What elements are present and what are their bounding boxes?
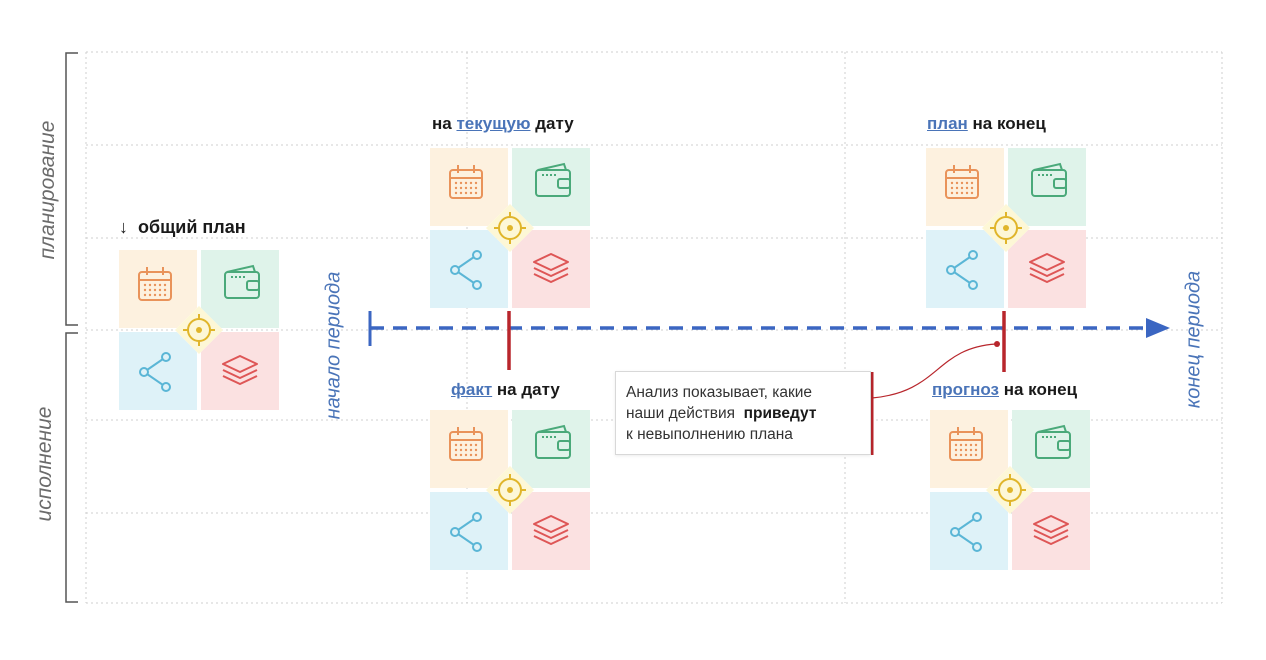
wallet-tile xyxy=(1012,410,1090,488)
wallet-icon xyxy=(1035,424,1071,459)
share-icon xyxy=(139,352,171,392)
wallet-icon xyxy=(224,264,260,299)
period-end-label: конец периода xyxy=(1182,270,1205,409)
share-icon xyxy=(946,250,978,290)
plan-link[interactable]: план xyxy=(927,114,968,133)
wallet-icon xyxy=(1031,162,1067,197)
fact-date-widget xyxy=(430,410,590,570)
calendar-tile xyxy=(430,148,508,226)
share-icon xyxy=(450,250,482,290)
calendar-icon xyxy=(449,165,483,199)
wallet-icon xyxy=(535,424,571,459)
current-date-title: на текущую дату xyxy=(432,114,574,133)
calendar-icon xyxy=(138,267,172,301)
target-icon xyxy=(183,314,215,346)
share-icon xyxy=(450,512,482,552)
fact-date-title: факт на дату xyxy=(451,380,560,399)
target-icon xyxy=(994,474,1026,506)
general-plan-title: ↓общий план xyxy=(119,217,246,237)
calendar-tile xyxy=(926,148,1004,226)
current-date-widget xyxy=(430,148,590,308)
wallet-tile xyxy=(1008,148,1086,226)
calendar-icon xyxy=(949,427,983,461)
current-date-link[interactable]: текущую xyxy=(456,114,531,133)
share-tile xyxy=(430,492,508,570)
share-icon xyxy=(950,512,982,552)
wallet-tile xyxy=(512,148,590,226)
timeline-arrowhead xyxy=(1146,318,1170,338)
calendar-icon xyxy=(449,427,483,461)
wallet-icon xyxy=(535,162,571,197)
wallet-tile xyxy=(512,410,590,488)
layers-icon xyxy=(533,253,569,283)
layers-icon xyxy=(1033,515,1069,545)
calendar-icon xyxy=(945,165,979,199)
calendar-tile xyxy=(930,410,1008,488)
execution-label: исполнение xyxy=(33,406,56,522)
layers-icon xyxy=(222,355,258,385)
forecast-end-widget xyxy=(930,410,1090,570)
plan-end-title: план на конец xyxy=(927,114,1046,133)
wallet-tile xyxy=(201,250,279,328)
general-plan-widget xyxy=(119,250,279,410)
calendar-tile xyxy=(119,250,197,328)
planning-label: планирование xyxy=(36,120,59,260)
plan-end-widget xyxy=(926,148,1086,308)
share-tile xyxy=(430,230,508,308)
down-arrow-icon: ↓ xyxy=(119,217,128,237)
forecast-end-title: прогноз на конец xyxy=(932,380,1078,399)
share-tile xyxy=(119,332,197,410)
layers-icon xyxy=(533,515,569,545)
target-icon xyxy=(494,212,526,244)
analysis-callout: Анализ показывает, какие наши действия п… xyxy=(615,371,871,455)
forecast-link[interactable]: прогноз xyxy=(932,380,999,399)
fact-link[interactable]: факт xyxy=(451,380,493,399)
layers-icon xyxy=(1029,253,1065,283)
target-icon xyxy=(990,212,1022,244)
target-icon xyxy=(494,474,526,506)
period-start-label: начало периода xyxy=(322,271,345,420)
calendar-tile xyxy=(430,410,508,488)
callout-connector xyxy=(871,343,997,399)
share-tile xyxy=(930,492,1008,570)
share-tile xyxy=(926,230,1004,308)
